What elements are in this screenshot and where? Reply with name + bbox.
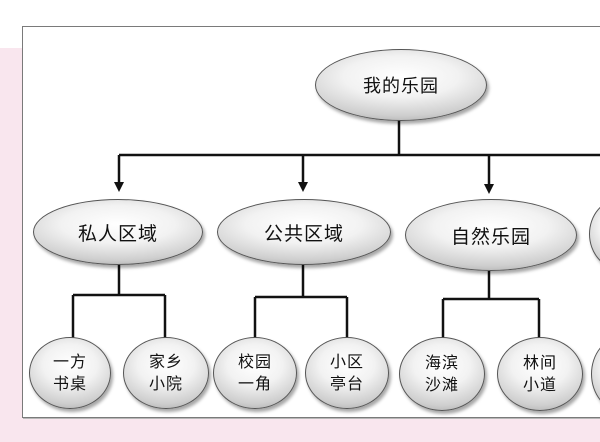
category-label: 公共区域 <box>263 222 344 245</box>
leaf-node: 校园 一角 <box>213 337 297 409</box>
category-label: 私人区域 <box>77 222 158 245</box>
leaf-label: 海滨 沙滩 <box>424 353 459 394</box>
leaf-node: 一方 书桌 <box>29 337 111 409</box>
category-node-private: 私人区域 <box>33 199 203 265</box>
leaf-node: 海滨 沙滩 <box>399 337 485 411</box>
leaf-node: 林间 小道 <box>497 337 583 411</box>
diagram-frame: 我的乐园 私人区域 公共区域 自然乐园 一方 书桌 家乡 小院 校园 一角 小区… <box>22 26 600 418</box>
leaf-label: 家乡 小院 <box>148 352 183 393</box>
leaf-node: 小区 亭台 <box>305 337 389 409</box>
leaf-label: 校园 一角 <box>237 352 272 393</box>
category-node-nature: 自然乐园 <box>405 199 577 271</box>
leaf-label: 一方 书桌 <box>52 352 87 393</box>
leaf-node: 家乡 小院 <box>123 337 209 409</box>
root-node-label: 我的乐园 <box>363 76 439 97</box>
connector-lines <box>71 119 600 345</box>
category-label: 自然乐园 <box>450 225 531 248</box>
root-node: 我的乐园 <box>315 49 487 121</box>
category-node-public: 公共区域 <box>217 199 391 265</box>
leaf-label: 林间 小道 <box>522 353 557 394</box>
leaf-label: 小区 亭台 <box>329 352 364 393</box>
